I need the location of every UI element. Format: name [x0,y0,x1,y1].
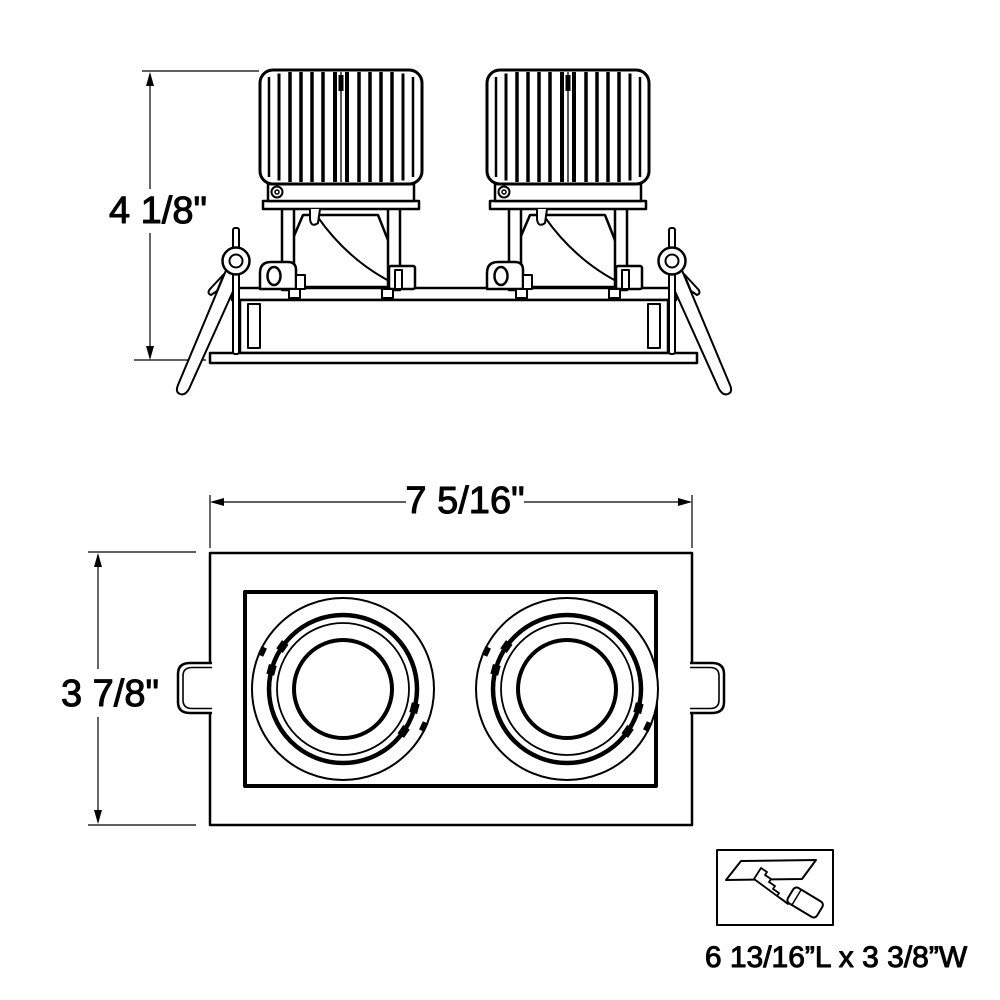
dimension-height-side [134,70,259,361]
plan-width-dim-label: 7 5/16" [405,480,524,522]
ceiling-sheet [725,859,817,881]
cutout-icon [716,849,834,926]
saw-handle-line [791,889,802,906]
dimension-width-plan [209,495,693,548]
torsion-spring-left [175,226,251,396]
lamp-module-right [485,68,651,300]
torsion-spring-right [657,226,733,396]
bottom-plan-view: 7 5/16" 3 7/8" [60,480,726,827]
cutout-size-label: 6 13/16”L x 3 3/8”W [705,941,968,974]
frame-lip-left [247,303,261,349]
dimension-height-plan [88,551,196,826]
saw-blade [753,867,789,905]
lamp-module-left [258,68,424,300]
friction-clip-left [176,661,214,715]
plan-lamp-left [252,598,434,780]
mounting-frame [208,286,699,365]
plan-lamp-right [476,598,658,780]
plan-height-dim-label: 3 7/8" [61,673,159,715]
saw-handle [786,886,824,919]
friction-clip-right [688,661,726,715]
side-elevation-view: 4 1/8" [108,68,733,396]
side-height-dim-label: 4 1/8" [109,190,207,232]
frame-box [238,298,670,355]
saw-icon [753,867,824,919]
trim-flange [208,351,699,365]
frame-lip-right [647,303,661,349]
